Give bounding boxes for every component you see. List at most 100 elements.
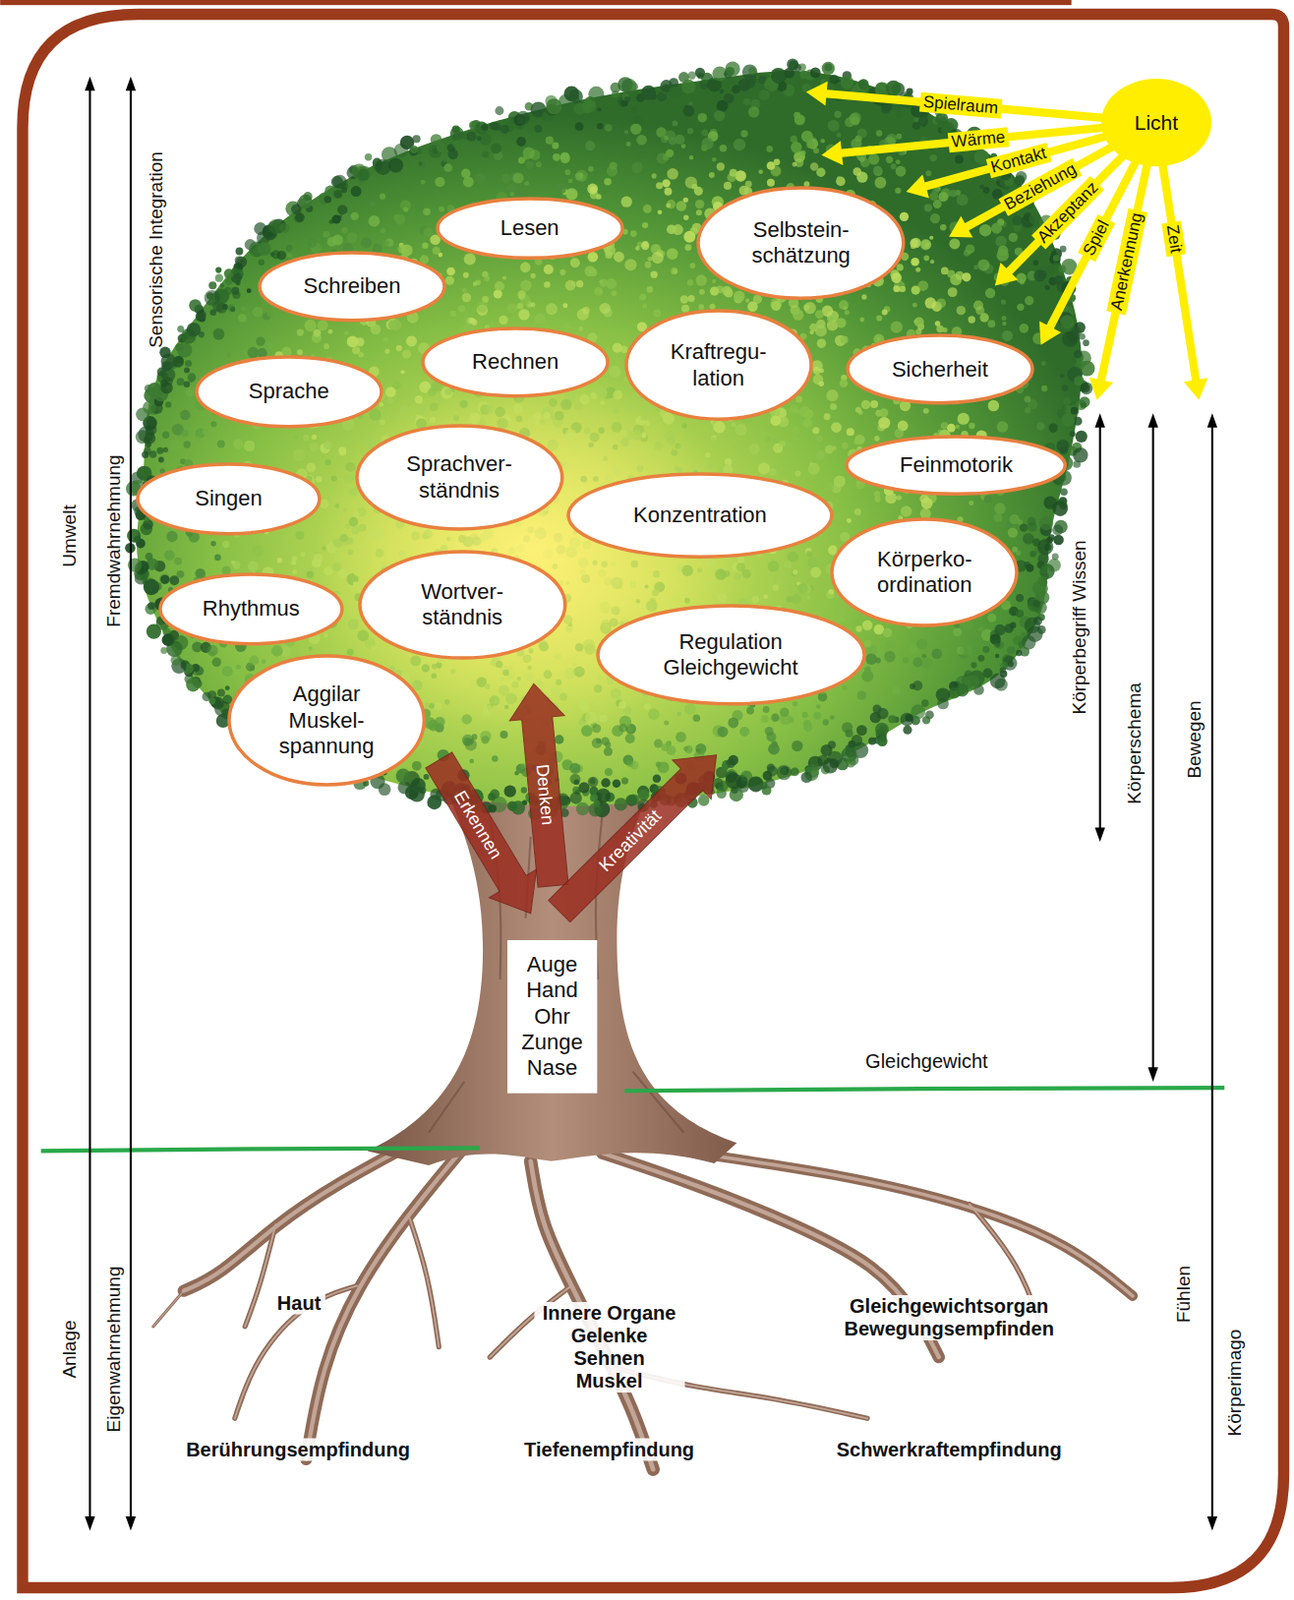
leaf-dab bbox=[585, 140, 595, 151]
leaf-dab bbox=[636, 134, 647, 146]
leaf-dab bbox=[807, 557, 819, 569]
leaf-dab bbox=[733, 138, 746, 151]
leaf-dab bbox=[603, 177, 612, 186]
leaf-dab bbox=[469, 759, 474, 765]
leaf-dab bbox=[596, 107, 601, 112]
leaf-dab bbox=[212, 657, 222, 667]
leaf-dab bbox=[277, 557, 284, 564]
leaf-dab bbox=[631, 106, 639, 114]
leaf-dab bbox=[806, 594, 811, 599]
leaf-dab bbox=[504, 784, 517, 797]
leaf-dab bbox=[841, 442, 849, 450]
leaf-dab bbox=[418, 161, 426, 169]
leaf-dab bbox=[846, 518, 852, 524]
leaf-dab bbox=[883, 650, 896, 663]
leaf-dab bbox=[630, 122, 642, 134]
leaf-dab bbox=[620, 346, 629, 354]
leaf-dab bbox=[1019, 240, 1027, 248]
leaf-dab bbox=[180, 429, 189, 438]
leaf-dab bbox=[163, 447, 169, 453]
leaf-dab bbox=[864, 640, 872, 647]
leaf-dab bbox=[728, 755, 739, 765]
leaf-dab bbox=[621, 195, 633, 207]
leaf-dab bbox=[723, 93, 735, 105]
leaf-dab bbox=[740, 129, 748, 137]
leaf-dab bbox=[804, 301, 817, 314]
leaf-dab bbox=[941, 327, 947, 333]
leaf-dab bbox=[701, 137, 713, 150]
leaf-dab bbox=[912, 657, 923, 668]
leaf-dab bbox=[337, 204, 348, 215]
leaf-dab bbox=[689, 262, 696, 269]
leaf-dab bbox=[344, 331, 349, 336]
leaf-dab bbox=[323, 440, 333, 450]
leaf-dab bbox=[311, 434, 317, 440]
leaf-dab bbox=[411, 761, 422, 771]
leaf-dab bbox=[184, 359, 192, 367]
leaf-dab bbox=[734, 423, 747, 436]
leaf-dab bbox=[502, 276, 507, 281]
leaf-dab bbox=[446, 267, 456, 277]
leaf-dab bbox=[708, 172, 715, 178]
leaf-dab bbox=[312, 329, 321, 338]
leaf-dab bbox=[968, 315, 976, 323]
leaf-dab bbox=[790, 425, 801, 436]
leaf-dab bbox=[873, 165, 883, 175]
leaf-dab bbox=[838, 299, 849, 310]
leaf-dab bbox=[829, 714, 835, 720]
leaf-dab bbox=[893, 428, 904, 439]
leaf-dab bbox=[624, 129, 629, 134]
leaf-dab bbox=[920, 508, 932, 520]
leaf-dab bbox=[683, 105, 696, 118]
leaf-dab bbox=[555, 181, 568, 194]
leaf-dab bbox=[655, 181, 663, 189]
leaf-dab bbox=[794, 470, 801, 476]
leaf-dab bbox=[402, 349, 412, 358]
leaf-dab bbox=[960, 644, 973, 656]
leaf-dab bbox=[994, 513, 1003, 523]
leaf-dab bbox=[299, 551, 305, 557]
leaf-dab bbox=[879, 408, 888, 417]
leaf-dab bbox=[1016, 303, 1024, 311]
leaf-dab bbox=[591, 737, 603, 749]
leaf-dab bbox=[1059, 373, 1064, 378]
leaf-dab bbox=[994, 502, 1006, 515]
leaf-dab bbox=[267, 342, 275, 350]
leaf-dab bbox=[516, 764, 527, 774]
leaf-dab bbox=[195, 436, 202, 443]
leaf-dab bbox=[530, 273, 536, 279]
leaf-dab bbox=[794, 114, 806, 125]
leaf-dab bbox=[1008, 233, 1018, 242]
leaf-dab bbox=[613, 251, 625, 263]
leaf-dab bbox=[423, 773, 430, 780]
leaf-dab bbox=[593, 287, 603, 296]
leaf-dab bbox=[230, 306, 236, 312]
leaf-dab bbox=[731, 421, 737, 427]
leaf-dab bbox=[164, 549, 176, 561]
leaf-dab bbox=[370, 201, 377, 208]
leaf-dab bbox=[458, 304, 466, 312]
leaf-dab bbox=[923, 408, 930, 414]
leaf-dab bbox=[292, 569, 297, 575]
leaf-dab bbox=[599, 302, 611, 314]
leaf-dab bbox=[505, 183, 518, 196]
leaf-dab bbox=[933, 199, 942, 209]
leaf-dab bbox=[162, 431, 170, 439]
leaf-dab bbox=[823, 412, 831, 420]
leaf-dab bbox=[608, 365, 621, 378]
leaf-dab bbox=[968, 500, 974, 506]
leaf-dab bbox=[749, 443, 761, 455]
leaf-dab bbox=[800, 150, 807, 157]
leaf-dab bbox=[859, 156, 866, 163]
leaf-dab bbox=[188, 453, 193, 458]
leaf-dab bbox=[856, 690, 867, 701]
leaf-dab bbox=[368, 215, 381, 228]
root-highlight bbox=[153, 1291, 184, 1327]
leaf-dab bbox=[183, 380, 191, 388]
leaf-dab bbox=[895, 111, 902, 118]
leaf-dab bbox=[829, 403, 837, 411]
leaf-dab bbox=[158, 457, 165, 464]
leaf-dab bbox=[207, 645, 219, 656]
leaf-dab bbox=[709, 303, 716, 310]
leaf-dab bbox=[421, 242, 428, 249]
